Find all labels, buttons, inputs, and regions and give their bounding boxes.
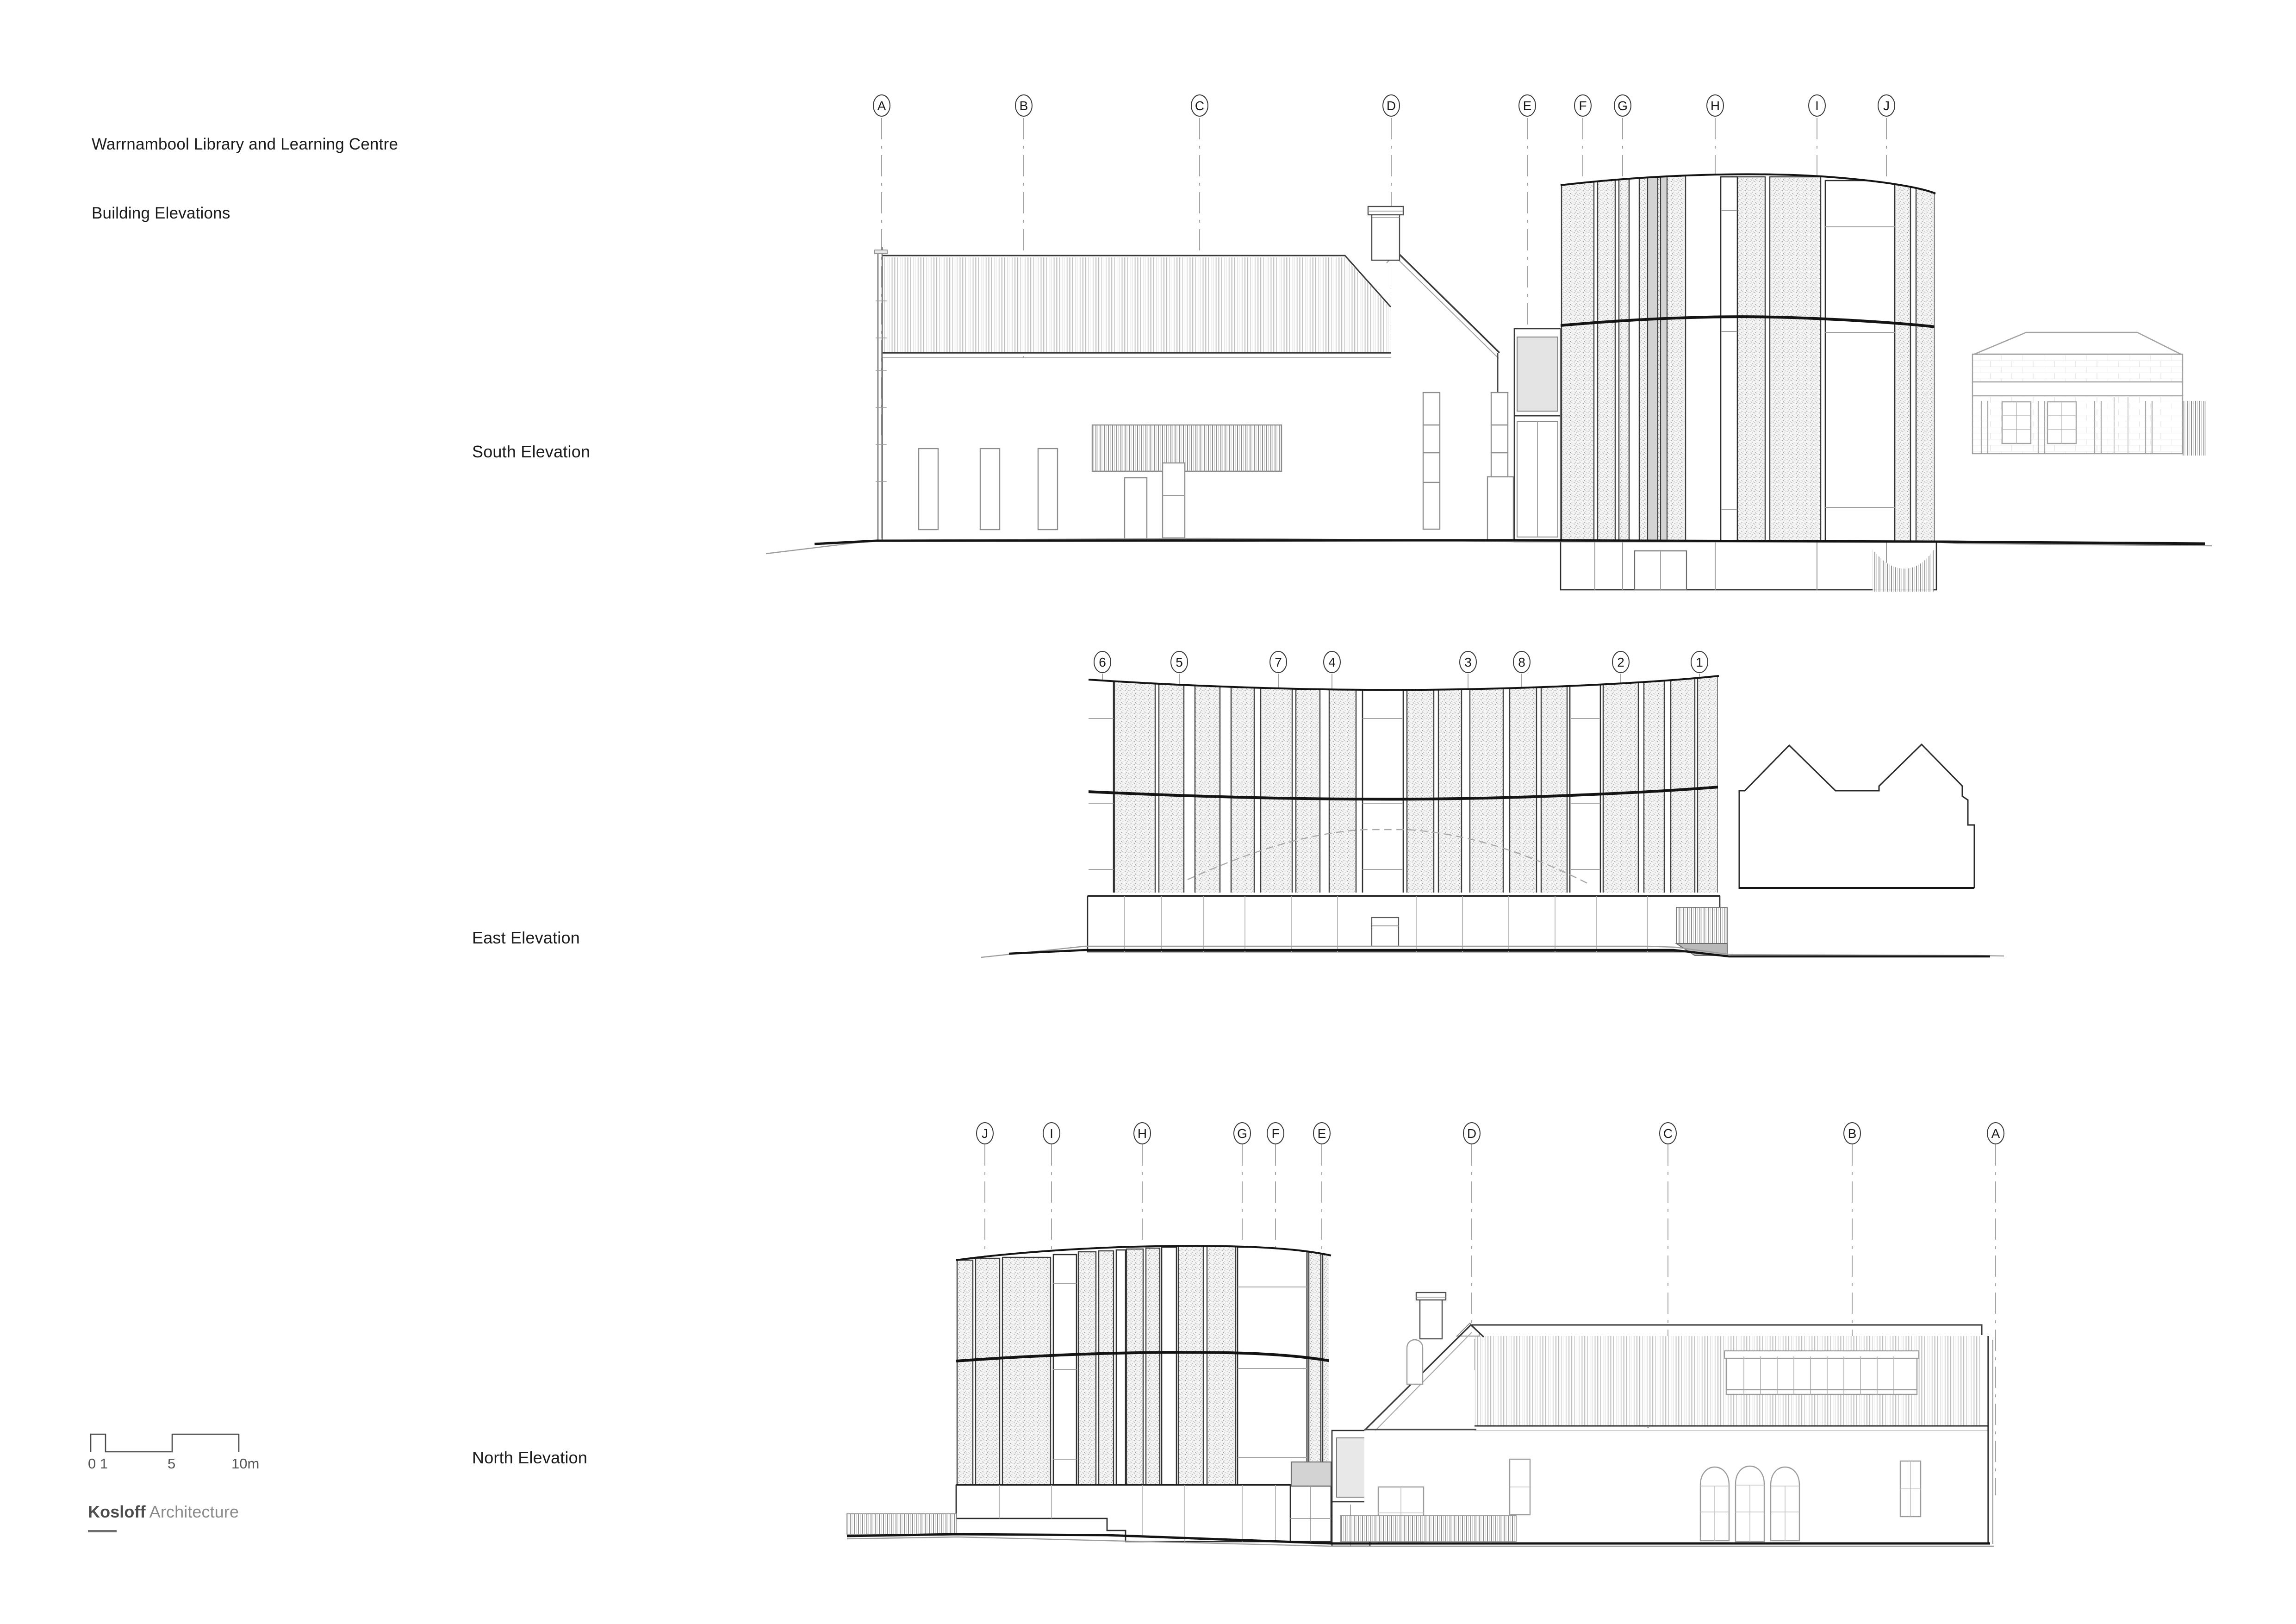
grid-bubble-label: J xyxy=(982,1126,988,1141)
scale-bar: 0 1 5 10m xyxy=(88,1430,287,1475)
south-elevation-drawing: A B C D E F G H I J xyxy=(0,0,2296,592)
grid-bubble-label: 7 xyxy=(1275,655,1282,669)
grid-bubble-label: A xyxy=(877,99,886,113)
new-building-north xyxy=(846,1245,1333,1543)
south-elevation-label: South Elevation xyxy=(472,442,591,461)
grid-bubbles-north: J I H G F E D C B A xyxy=(976,1122,2004,1144)
grid-bubble-label: B xyxy=(1020,99,1028,113)
grid-bubbles-south: A B C D E F G H I J xyxy=(873,94,1895,117)
north-elevation-label: North Elevation xyxy=(472,1448,588,1467)
grid-bubble-label: C xyxy=(1663,1126,1673,1141)
scale-tick-5: 5 xyxy=(168,1455,176,1472)
grid-bubble-label: H xyxy=(1711,99,1720,113)
scale-bar-graphic xyxy=(88,1430,287,1455)
ground-line-east xyxy=(981,945,2004,958)
grid-bubble-label: 8 xyxy=(1518,655,1525,669)
practice-logo: Kosloff Architecture xyxy=(88,1502,239,1522)
grid-bubble-label: D xyxy=(1467,1126,1476,1141)
logo-bold-word: Kosloff xyxy=(88,1502,146,1521)
grid-bubble-label: E xyxy=(1318,1126,1326,1141)
grid-bubble-label: B xyxy=(1848,1126,1857,1141)
grid-bubble-label: 6 xyxy=(1099,655,1106,669)
heritage-hall-south xyxy=(874,206,1514,542)
sheet-title: Warrnambool Library and Learning Centre … xyxy=(92,87,398,271)
grid-bubble-label: A xyxy=(1991,1126,2000,1141)
grid-bubble-label: 3 xyxy=(1464,655,1472,669)
grid-bubble-label: 1 xyxy=(1696,655,1703,669)
new-building-east xyxy=(1087,675,1728,956)
grid-bubble-label: G xyxy=(1237,1126,1247,1141)
ground-line-south xyxy=(765,537,2213,555)
grid-bubble-label: 4 xyxy=(1328,655,1336,669)
logo-underline xyxy=(88,1530,117,1532)
scale-bar-labels: 0 1 5 10m xyxy=(88,1455,287,1475)
grid-bubble-label: D xyxy=(1387,99,1396,113)
grid-bubbles-east: 6 5 7 4 3 8 2 1 xyxy=(1094,651,1708,673)
grid-bubble-label: I xyxy=(1815,99,1819,113)
east-elevation-label: East Elevation xyxy=(472,928,580,947)
link-connector-south xyxy=(1513,328,1562,543)
heritage-building-north xyxy=(1340,1292,1993,1544)
east-elevation-drawing: 6 5 7 4 3 8 2 1 xyxy=(0,593,2296,972)
grid-bubble-label: C xyxy=(1195,99,1204,113)
grid-bubble-label: F xyxy=(1579,99,1587,113)
new-building-south xyxy=(1560,173,1937,592)
scale-tick-10: 10m xyxy=(231,1455,260,1472)
logo-light-word: Architecture xyxy=(145,1502,239,1521)
grid-bubble-label: 2 xyxy=(1617,655,1624,669)
ground-line-north xyxy=(846,1533,1994,1547)
project-name: Warrnambool Library and Learning Centre xyxy=(92,135,398,154)
grid-bubble-label: H xyxy=(1138,1126,1147,1141)
north-elevation-drawing: J I H G F E D C B A xyxy=(0,1111,2296,1574)
sheet-subtitle: Building Elevations xyxy=(92,204,230,223)
scale-tick-0: 0 1 xyxy=(88,1455,108,1472)
grid-bubble-label: F xyxy=(1271,1126,1279,1141)
grid-bubble-label: G xyxy=(1618,99,1628,113)
grid-bubble-label: I xyxy=(1050,1126,1053,1141)
grid-bubble-label: J xyxy=(1883,99,1890,113)
grid-bubble-label: 5 xyxy=(1176,655,1183,669)
grid-bubble-label: E xyxy=(1523,99,1532,113)
neighbour-cottage-south xyxy=(1972,331,2206,456)
heritage-silhouette-east xyxy=(1738,743,1975,889)
